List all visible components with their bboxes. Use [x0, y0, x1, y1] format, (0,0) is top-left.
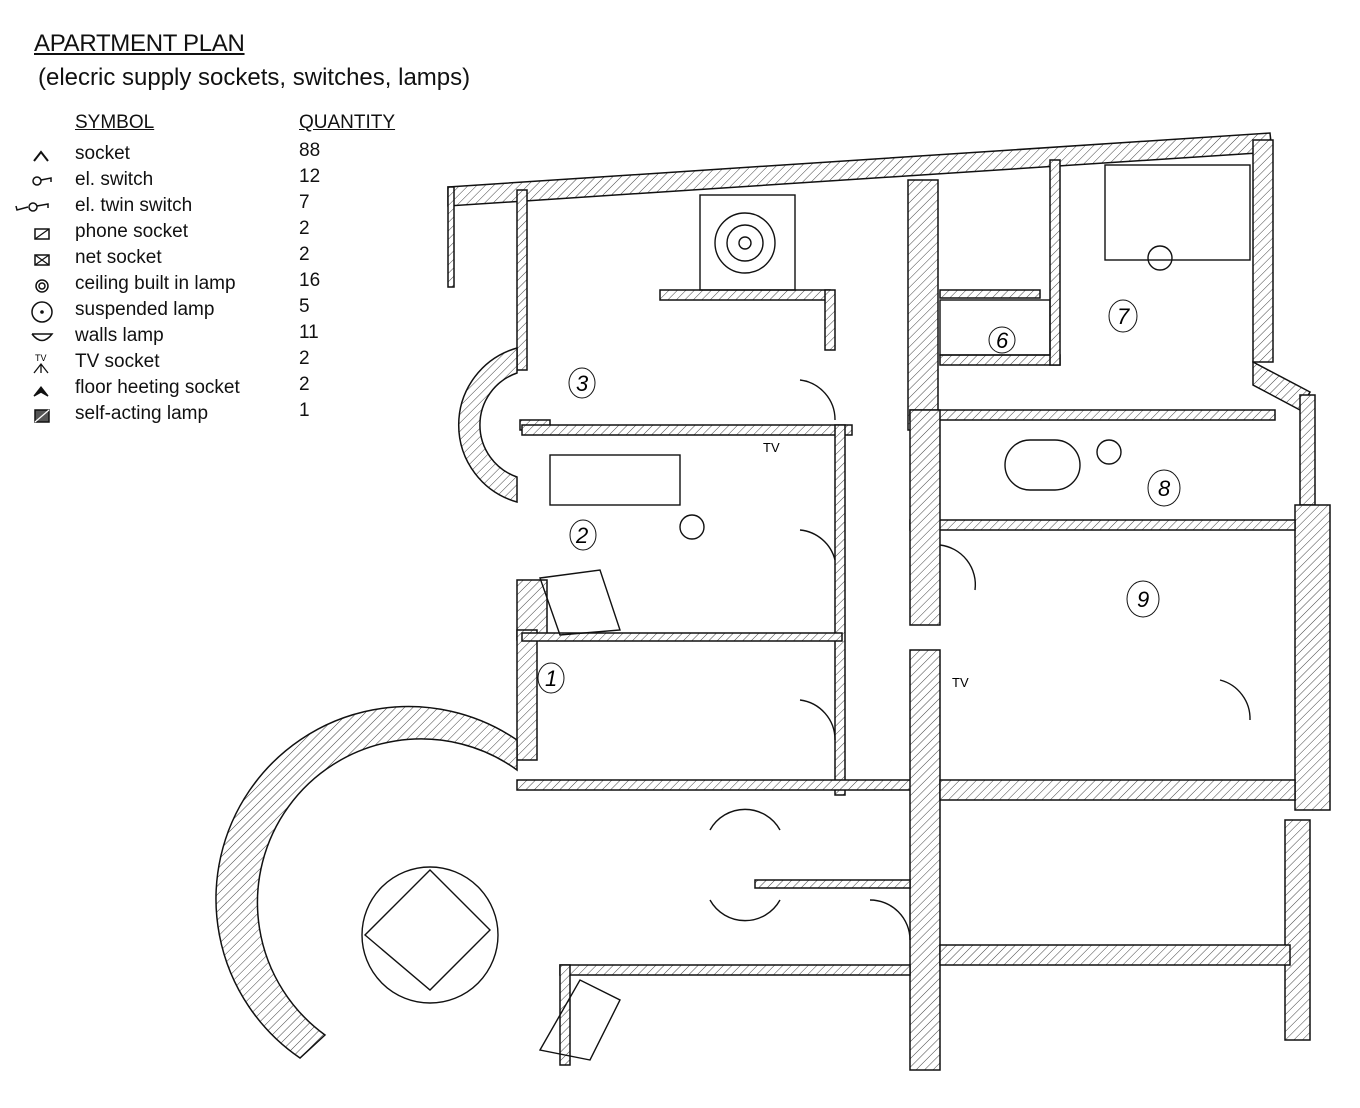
floor-heating-socket-icon	[33, 385, 49, 397]
room-labels: 1 2 3 6 7 8 9 TV TV	[537, 299, 1181, 694]
switch-icon	[32, 176, 52, 186]
legend-symbol-header: SYMBOL	[75, 112, 155, 133]
net-socket-icon	[34, 254, 50, 266]
socket-icon	[33, 150, 49, 162]
twin-switch-icon	[15, 202, 49, 212]
page-subtitle: (elecric supply sockets, switches, lamps…	[38, 64, 471, 91]
svg-text:TV: TV	[35, 353, 47, 363]
wall-lamp-icon	[31, 333, 54, 342]
walls	[215, 132, 1331, 1071]
room-6-label: 6	[996, 328, 1009, 353]
suspended-lamp-icon	[31, 301, 53, 323]
room-7-label: 7	[1117, 304, 1130, 329]
tv-label: TV	[763, 440, 780, 455]
room-9-label: 9	[1137, 587, 1149, 612]
phone-socket-icon	[34, 228, 50, 240]
room-8-label: 8	[1158, 476, 1171, 501]
legend-quantity-header: QUANTITY	[299, 112, 396, 133]
ceiling-lamp-icon	[35, 279, 49, 293]
room-1-label: 1	[545, 666, 557, 691]
self-acting-lamp-icon	[34, 409, 50, 423]
room-3-label: 3	[576, 371, 589, 396]
tv-label: TV	[952, 675, 969, 690]
page-title: APARTMENT PLAN	[34, 30, 245, 57]
tv-socket-icon: TV	[33, 353, 49, 374]
fixtures	[361, 164, 1251, 1061]
room-2-label: 2	[575, 523, 588, 548]
